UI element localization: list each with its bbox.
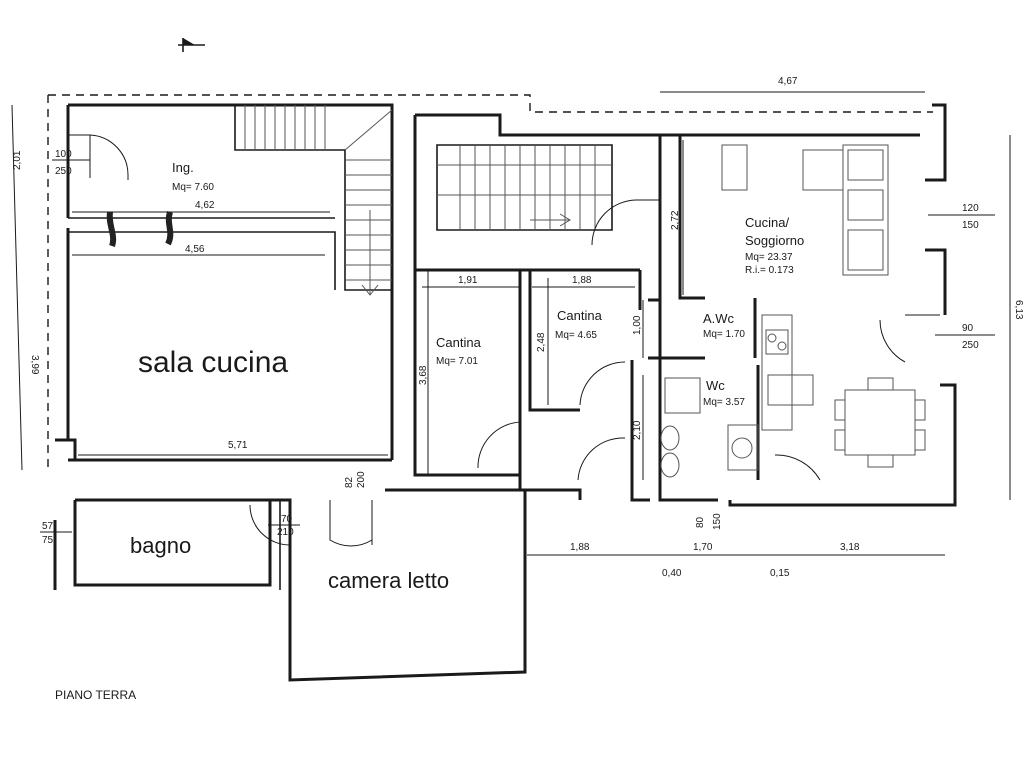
room-ingresso-name: Ing. xyxy=(172,160,194,175)
dim-sala-width-bottom: 5,71 xyxy=(228,440,248,451)
room-cantina1-name: Cantina xyxy=(436,335,482,350)
dim-right-height: 6,13 xyxy=(1013,300,1024,320)
section-marker-icon xyxy=(178,38,205,52)
room-ingresso-area: Mq= 7.60 xyxy=(172,182,214,193)
opening-7-height: 150 xyxy=(712,513,723,530)
dim-bottom-3: 1,70 xyxy=(693,542,713,553)
dim-left-upper: 2,01 xyxy=(12,150,23,170)
stair-door xyxy=(591,199,660,246)
dim-sala-height: 3,99 xyxy=(29,355,40,375)
dim-corridor-height: 2,72 xyxy=(670,210,681,230)
middle-block-walls xyxy=(413,113,662,502)
dim-cantina2-width: 1,88 xyxy=(572,275,592,286)
property-boundary xyxy=(48,94,933,113)
dim-bottom-4: 0,15 xyxy=(770,568,790,579)
camera-door xyxy=(329,500,373,547)
opening-4-height: 75 xyxy=(42,535,54,546)
room-camera-name: camera letto xyxy=(328,568,449,593)
room-awc-area: Mq= 1.70 xyxy=(703,329,745,340)
room-cucina-name-1: Cucina/ xyxy=(745,215,789,230)
entrance-door xyxy=(68,134,129,180)
room-cucina-area: Mq= 23.37 xyxy=(745,252,793,263)
room-cantina1-area: Mq= 7.01 xyxy=(436,356,478,367)
pillar-marks xyxy=(106,211,174,248)
dim-wc-height: 2,10 xyxy=(632,420,643,440)
stairs-middle-icon xyxy=(436,144,613,231)
dim-bottom-2: 0,40 xyxy=(662,568,682,579)
opening-3-width: 90 xyxy=(962,323,974,334)
wc-fixtures xyxy=(660,377,821,481)
cantina-doors xyxy=(477,361,626,481)
opening-6-width: 82 xyxy=(344,476,355,488)
opening-3-height: 250 xyxy=(962,340,979,351)
opening-6-height: 200 xyxy=(356,471,367,488)
opening-2-width: 120 xyxy=(962,203,979,214)
bagno-door xyxy=(249,504,291,546)
opening-1-width: 100 xyxy=(55,149,72,160)
room-cantina2-name: Cantina xyxy=(557,308,603,323)
opening-1-height: 250 xyxy=(55,166,72,177)
opening-2-height: 150 xyxy=(962,220,979,231)
dim-cantina1-height: 3,68 xyxy=(418,365,429,385)
room-wc-area: Mq= 3.57 xyxy=(703,397,745,408)
opening-7-width: 80 xyxy=(695,516,706,528)
floor-caption: PIANO TERRA xyxy=(55,688,136,702)
room-wc-name: Wc xyxy=(706,378,725,393)
left-block-walls xyxy=(55,103,394,462)
dim-ingresso-width: 4,62 xyxy=(195,200,215,211)
room-cantina2-area: Mq= 4.65 xyxy=(555,330,597,341)
opening-4-width: 57 xyxy=(42,521,54,532)
room-awc-name: A.Wc xyxy=(703,311,735,326)
main-door-right xyxy=(879,314,940,363)
room-bagno-name: bagno xyxy=(130,533,191,558)
right-block-walls xyxy=(648,103,957,507)
dimension-lines xyxy=(11,91,1011,556)
room-cucina-name-2: Soggiorno xyxy=(745,233,804,248)
opening-5-width: 70 xyxy=(281,514,293,525)
dim-cantina1-width: 1,91 xyxy=(458,275,478,286)
room-sala-cucina-name: sala cucina xyxy=(138,346,288,379)
dim-cantina2-height: 2,48 xyxy=(536,332,547,352)
dim-width-top: 4,67 xyxy=(778,76,798,87)
kitchen-furniture xyxy=(721,144,926,468)
dim-bottom-5: 3,18 xyxy=(840,542,860,553)
dim-awc-height: 1,00 xyxy=(632,315,643,335)
room-cucina-ri: R.i.= 0.173 xyxy=(745,265,794,276)
dim-sala-width-top: 4,56 xyxy=(185,244,205,255)
dim-bottom-1: 1,88 xyxy=(570,542,590,553)
stairs-left-icon xyxy=(234,105,393,296)
opening-5-height: 210 xyxy=(277,527,294,538)
